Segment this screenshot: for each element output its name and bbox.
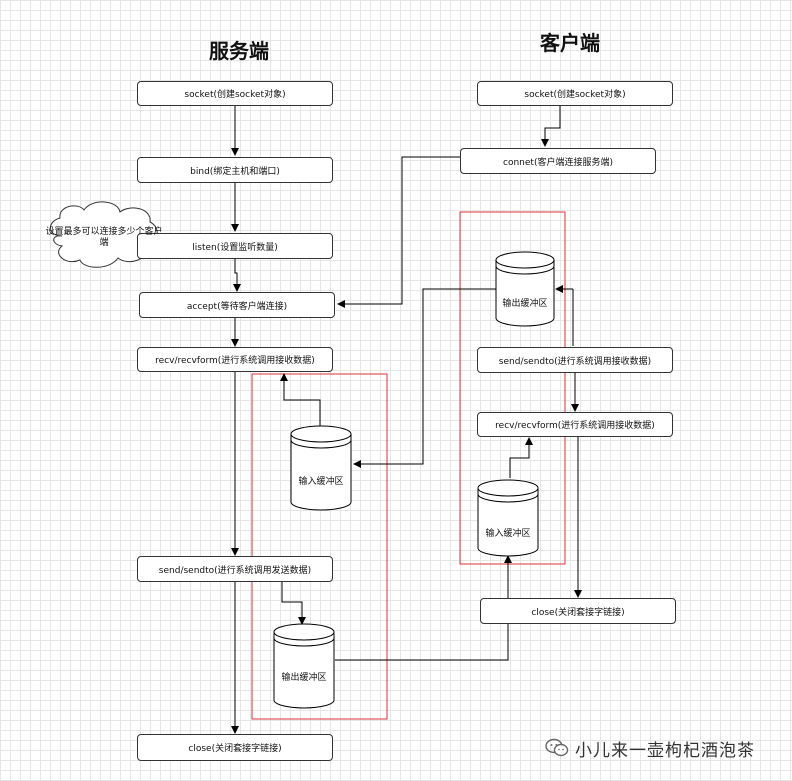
server-output-buffer-label: 输出缓冲区 bbox=[281, 673, 327, 683]
client-connect-step: connet(客户端连接服务端) bbox=[460, 148, 656, 174]
wechat-icon bbox=[545, 738, 569, 757]
server-recv-step: recv/recvform(进行系统调用接收数据) bbox=[137, 347, 333, 372]
cloud-note: 设置最多可以连接多少个客户端 bbox=[45, 227, 163, 248]
client-buffer-group bbox=[459, 211, 566, 565]
client-close-step: close(关闭套接字链接) bbox=[480, 598, 676, 624]
server-accept-step: accept(等待客户端连接) bbox=[139, 292, 335, 318]
client-socket-step: socket(创建socket对象) bbox=[477, 81, 673, 106]
server-output-buffer-cylinder bbox=[273, 623, 335, 709]
client-send-step: send/sendto(进行系统调用接收数据) bbox=[477, 347, 673, 373]
client-input-buffer-label: 输入缓冲区 bbox=[485, 529, 531, 539]
client-input-buffer-cylinder bbox=[477, 479, 539, 557]
client-output-buffer-label: 输出缓冲区 bbox=[502, 299, 548, 309]
server-buffer-group bbox=[251, 373, 388, 720]
server-bind-step: bind(绑定主机和端口) bbox=[137, 157, 333, 183]
server-input-buffer-cylinder bbox=[290, 425, 352, 511]
server-title: 服务端 bbox=[209, 39, 269, 63]
server-close-step: close(关闭套接字链接) bbox=[137, 734, 333, 761]
client-recv-step: recv/recvform(进行系统调用接收数据) bbox=[477, 412, 673, 437]
server-listen-step: listen(设置监听数量) bbox=[137, 233, 333, 259]
server-send-step: send/sendto(进行系统调用发送数据) bbox=[137, 556, 333, 582]
client-output-buffer-cylinder bbox=[495, 251, 555, 327]
watermark-text: 小儿来一壶枸杞酒泡茶 bbox=[575, 740, 755, 761]
watermark: 小儿来一壶枸杞酒泡茶 bbox=[545, 737, 755, 761]
client-title: 客户端 bbox=[540, 31, 600, 55]
server-socket-step: socket(创建socket对象) bbox=[137, 81, 333, 106]
server-input-buffer-label: 输入缓冲区 bbox=[298, 477, 344, 487]
